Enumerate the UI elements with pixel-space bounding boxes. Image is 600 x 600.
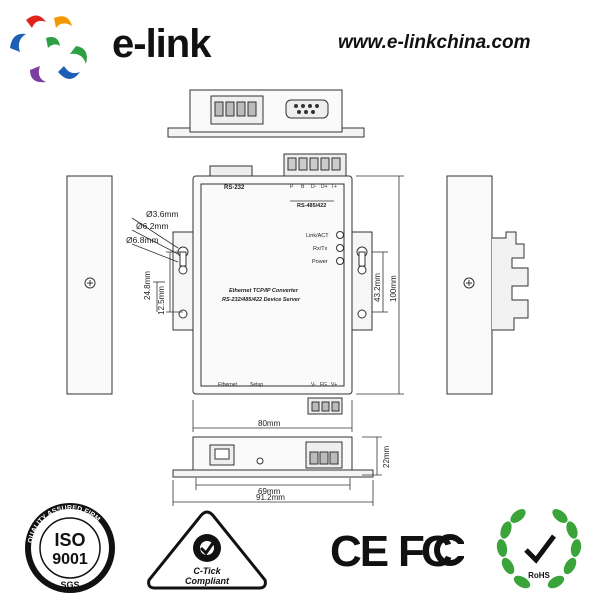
pin-label-dplus: D+ [321, 184, 328, 190]
pin-label-p: P [290, 184, 294, 190]
rohs-badge: RoHS [496, 509, 582, 589]
dim-69: 69mm [258, 487, 281, 496]
power-pin-vminus: V- [311, 382, 316, 388]
led-label-rxtx: Rx/Tx [313, 246, 328, 252]
din-rail-clip [492, 231, 529, 331]
product-name-line2: RS-232/485/422 Device Server [222, 297, 301, 303]
power-pin-fg: FG [320, 382, 327, 388]
c-tick-badge: C-Tick Compliant [147, 510, 267, 590]
dimension-lines [131, 175, 404, 506]
iso-title: ISO [54, 530, 85, 550]
power-pin-vplus: V+ [331, 382, 337, 388]
led-power [336, 257, 344, 265]
brand-name: e-link [112, 22, 211, 66]
led-link-act [336, 231, 344, 239]
pin-label-dminus: D- [311, 184, 317, 190]
c-tick-label: C-Tick [193, 566, 221, 576]
dim-24-8: 24.8mm [143, 271, 152, 300]
pin-label-tplus: T+ [331, 184, 337, 190]
right-side-view [446, 175, 529, 395]
dim-12-5: 12.5mm [157, 286, 166, 315]
ethernet-label: Ethernet [218, 382, 238, 388]
dim-43-2: 43.2mm [373, 273, 382, 302]
bottom-view [172, 436, 374, 478]
dim-hole-small: Ø3.6mm [146, 209, 179, 219]
front-body [192, 175, 353, 395]
dim-22: 22mm [382, 445, 391, 468]
dim-91-2: 91.2mm [256, 493, 285, 502]
led-label-link: Link/ACT [306, 233, 329, 239]
dim-hole-large: Ø6.8mm [126, 235, 159, 245]
dim-100: 100mm [389, 275, 398, 302]
sgs-label: SGS [60, 580, 79, 590]
ce-text: CE [330, 528, 388, 572]
iso-number: 9001 [52, 551, 88, 568]
rs232-port-top [209, 165, 253, 177]
rs232-label: RS-232 [224, 185, 245, 191]
c-tick-compliant: Compliant [185, 576, 230, 586]
fcc-mark: FC [398, 528, 464, 572]
rs485-label: RS-485/422 [297, 203, 326, 209]
iso-9001-badge: QUALITY ASSURED FIRM ISO 9001 SGS [25, 503, 115, 593]
e-link-logo-icon [10, 15, 87, 83]
logo-swirl-orange [54, 16, 72, 28]
logo-swirl-lime [46, 37, 60, 48]
pin-label-b: B [301, 184, 305, 190]
setup-button [256, 457, 264, 465]
logo-swirl-blue [10, 33, 26, 52]
led-rx-tx [336, 244, 344, 252]
ce-mark: CE [330, 528, 390, 572]
rohs-label: RoHS [528, 571, 550, 580]
logo-swirl-green [70, 46, 87, 64]
setup-label: Setup [250, 382, 263, 388]
fc-text: FC [398, 528, 452, 572]
rohs-check-icon [524, 534, 556, 564]
logo-swirl-red [26, 15, 46, 28]
left-side-view [66, 175, 113, 395]
mount-hole-right [356, 246, 368, 319]
dim-hole-mid: Ø6.2mm [136, 221, 169, 231]
front-view [172, 153, 373, 415]
website-url[interactable]: www.e-linkchina.com [338, 32, 531, 53]
logo-swirl-darkblue [58, 66, 80, 79]
product-name-line1: Ethernet TCP/IP Converter [229, 288, 299, 294]
logo-swirl-purple [30, 66, 46, 83]
top-view [167, 89, 365, 138]
dim-80: 80mm [258, 419, 281, 428]
led-label-power: Power [312, 259, 328, 265]
